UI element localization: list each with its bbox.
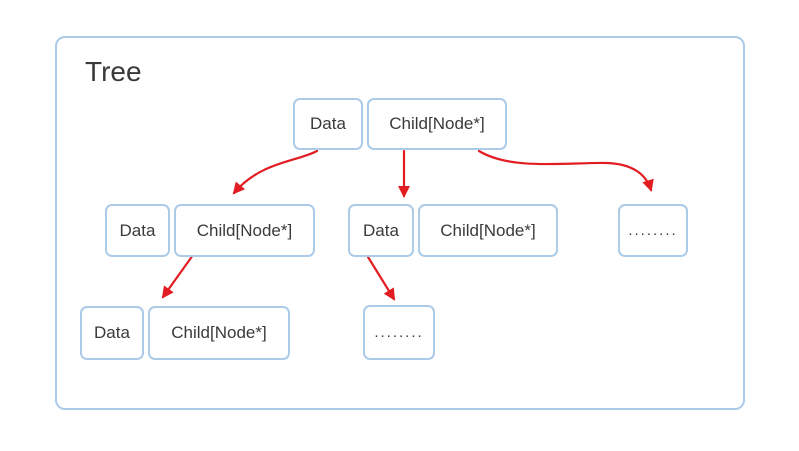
node-level3-left-data-box: Data xyxy=(80,306,144,360)
node-root-child-box: Child[Node*] xyxy=(367,98,507,150)
diagram-title: Tree xyxy=(85,56,142,87)
node-level3-middle-dots-label: ........ xyxy=(374,324,424,341)
node-root-data-label: Data xyxy=(310,114,346,133)
node-level2-right-dots-label: ........ xyxy=(628,222,678,239)
node-level2-right-dots-box: ........ xyxy=(618,204,688,257)
node-level3-middle-dots-box: ........ xyxy=(363,305,435,360)
node-level3-left-data-label: Data xyxy=(94,323,130,342)
node-level2-left-child-box: Child[Node*] xyxy=(174,204,315,257)
node-level2-left-child-label: Child[Node*] xyxy=(196,220,293,240)
node-level3-left-child-label: Child[Node*] xyxy=(171,323,267,342)
node-level2-right: ........ xyxy=(618,204,688,257)
node-root-child-label: Child[Node*] xyxy=(389,114,485,133)
node-level2-middle-child-box: Child[Node*] xyxy=(418,204,558,257)
node-root-data-box: Data xyxy=(293,98,363,150)
node-level2-middle-data-label: Data xyxy=(363,220,399,240)
node-level3-middle: ........ xyxy=(363,305,435,360)
node-root: Data Child[Node*] xyxy=(293,98,507,150)
node-level3-left: Data Child[Node*] xyxy=(80,306,290,360)
node-level2-left: Data Child[Node*] xyxy=(105,204,315,257)
node-level2-middle: Data Child[Node*] xyxy=(348,204,558,257)
node-level2-middle-data-box: Data xyxy=(348,204,414,257)
node-level2-left-data-box: Data xyxy=(105,204,170,257)
node-level3-left-child-box: Child[Node*] xyxy=(148,306,290,360)
node-level2-middle-child-label: Child[Node*] xyxy=(440,220,536,240)
node-level2-left-data-label: Data xyxy=(119,220,156,240)
